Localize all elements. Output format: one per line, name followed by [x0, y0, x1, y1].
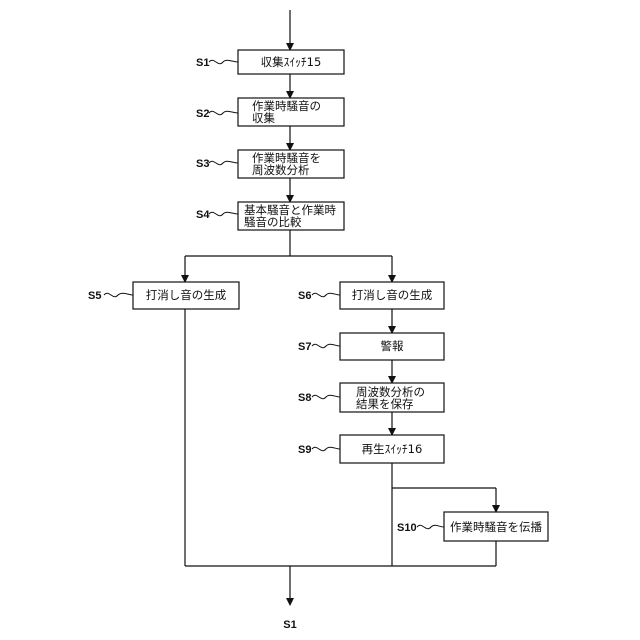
step-label-s10: S10 — [397, 522, 417, 534]
step-text-s5-line1: 打消し音の生成 — [146, 288, 227, 302]
step-label-s2-group: S2 — [196, 108, 238, 120]
step-label-s8-group: S8 — [298, 392, 340, 404]
step-label-s8: S8 — [298, 392, 311, 404]
step-label-s4: S4 — [196, 209, 210, 221]
step-text-s6-line1: 打消し音の生成 — [352, 288, 433, 302]
step-label-s4-group: S4 — [196, 209, 238, 221]
leader-squiggle — [209, 60, 238, 64]
step-box-s8: 周波数分析の 結果を保存 — [340, 383, 444, 412]
step-label-s6: S6 — [298, 290, 311, 302]
leader-squiggle — [312, 293, 340, 297]
leader-squiggle — [209, 161, 238, 165]
step-box-s10: 作業時騒音を伝播 — [444, 512, 548, 541]
leader-squiggle — [104, 293, 133, 297]
step-label-s5-group: S5 — [88, 290, 133, 302]
leader-squiggle — [312, 344, 340, 348]
leader-squiggle — [312, 395, 340, 399]
step-label-s5: S5 — [88, 290, 101, 302]
leader-squiggle — [209, 111, 238, 115]
step-text-s10-line1: 作業時騒音を伝播 — [450, 520, 542, 534]
step-box-s7: 警報 — [340, 333, 444, 360]
step-label-s7: S7 — [298, 341, 311, 353]
step-text-s2-line2: 収集 — [252, 111, 275, 125]
step-box-s6: 打消し音の生成 — [340, 282, 444, 309]
step-label-s10-group: S10 — [397, 522, 444, 534]
step-text-s4-line2: 騒音の比較 — [244, 215, 302, 229]
end-label: S1 — [283, 619, 296, 631]
step-box-s4: 基本騒音と作業時 騒音の比較 — [238, 202, 344, 230]
step-text-s7-line1: 警報 — [381, 339, 404, 353]
step-label-s3: S3 — [196, 158, 209, 170]
step-label-s2: S2 — [196, 108, 209, 120]
leader-squiggle — [209, 212, 238, 216]
step-text-s9-line1: 再生ｽｲｯﾁ16 — [362, 442, 423, 456]
step-label-s9: S9 — [298, 444, 311, 456]
step-box-s9: 再生ｽｲｯﾁ16 — [340, 435, 444, 463]
step-label-s7-group: S7 — [298, 341, 340, 353]
step-text-s3-line2: 周波数分析 — [252, 163, 310, 177]
step-label-s6-group: S6 — [298, 290, 340, 302]
step-label-s1: S1 — [196, 57, 209, 69]
leader-squiggle — [417, 525, 444, 529]
leader-squiggle — [312, 447, 340, 451]
step-text-s1-line1: 収集ｽｲｯﾁ15 — [261, 55, 322, 69]
step-box-s5: 打消し音の生成 — [133, 282, 239, 309]
step-label-s9-group: S9 — [298, 444, 340, 456]
step-box-s1: 収集ｽｲｯﾁ15 — [238, 50, 344, 74]
step-box-s2: 作業時騒音の 収集 — [238, 98, 344, 126]
step-label-s3-group: S3 — [196, 158, 238, 170]
step-text-s8-line2: 結果を保存 — [356, 397, 414, 411]
step-box-s3: 作業時騒音を 周波数分析 — [238, 150, 344, 178]
step-label-s1-group: S1 — [196, 57, 238, 69]
